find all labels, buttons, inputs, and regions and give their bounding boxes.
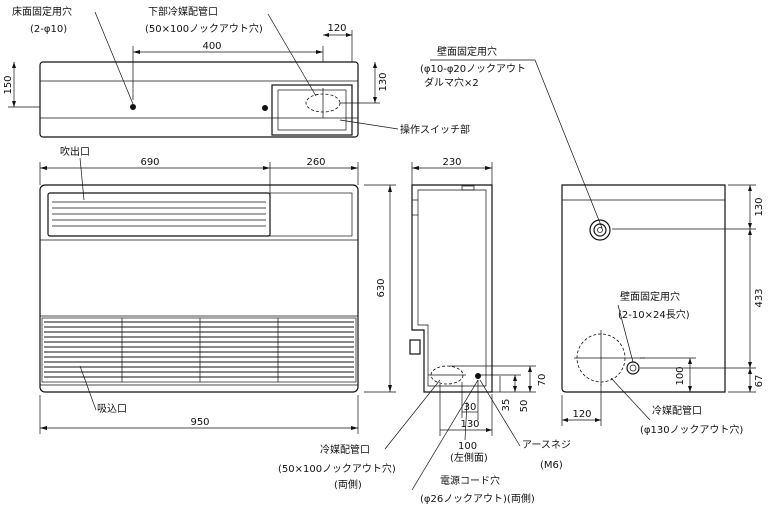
label-pipe-side-sub2: (両側) <box>334 478 362 491</box>
dim-100-side: 100 <box>458 441 477 452</box>
dim-100-right: 100 <box>675 366 686 385</box>
label-earth-screw: アースネジ <box>522 439 571 451</box>
rear-view-dims: 130 433 67 100 120 <box>561 184 765 426</box>
label-earth-screw-sub: (M6) <box>540 460 563 471</box>
label-wall-hole-sub1: (φ10-φ20ノックアウト <box>420 63 526 75</box>
label-bottom-pipe-sub: (50×100ノックアウト穴) <box>145 22 263 35</box>
dim-67: 67 <box>754 375 765 388</box>
side-view <box>409 184 493 393</box>
dim-260: 260 <box>306 157 325 168</box>
top-view <box>39 61 359 138</box>
label-pipe-side: 冷媒配管口 <box>320 443 370 456</box>
label-wall-hole-sub2: ダルマ穴×2 <box>424 76 479 89</box>
label-cord-hole-sub: (φ26ノックアウト)(両側) <box>420 492 535 505</box>
label-bottom-pipe: 下部冷媒配管口 <box>148 5 218 18</box>
dim-400: 400 <box>202 41 221 52</box>
label-inlet: 吸込口 <box>97 403 127 415</box>
rear-view <box>561 184 726 393</box>
dim-50: 50 <box>519 400 530 413</box>
inlet-grill <box>44 318 354 382</box>
label-pipe-side-sub: (50×100ノックアウト穴) <box>278 462 396 475</box>
label-wall-hole: 壁面固定用穴 <box>437 45 497 58</box>
label-pipe-right-sub: (φ130ノックアウト穴) <box>640 423 743 436</box>
dim-950: 950 <box>190 417 209 428</box>
label-cord-hole: 電源コード穴 <box>440 474 500 487</box>
label-switch: 操作スイッチ部 <box>400 123 470 136</box>
dim-70: 70 <box>537 374 548 387</box>
dim-230: 230 <box>442 157 461 168</box>
earth-screw-hole <box>475 373 481 379</box>
top-view-dims: 400 120 150 130 <box>3 23 389 108</box>
label-outlet: 吹出口 <box>60 145 90 158</box>
front-view-dims: 690 260 630 950 <box>39 157 396 434</box>
floor-hole-left <box>130 104 136 110</box>
floor-hole-right <box>262 105 268 111</box>
label-left-side: (左側面) <box>450 451 488 464</box>
dim-630: 630 <box>376 278 387 297</box>
label-pipe-right: 冷媒配管口 <box>652 404 702 417</box>
dim-120-top: 120 <box>327 23 346 34</box>
label-wall-hole2: 壁面固定用穴 <box>620 290 680 303</box>
front-view <box>39 184 359 393</box>
side-view-dims: 230 70 50 35 30 130 <box>411 157 548 436</box>
dim-690: 690 <box>140 157 159 168</box>
dim-130-top: 130 <box>378 72 389 91</box>
dim-130-right: 130 <box>754 197 765 216</box>
dim-433: 433 <box>754 288 765 307</box>
dim-130-side: 130 <box>460 419 479 430</box>
dim-30: 30 <box>464 402 477 413</box>
dim-120-right: 120 <box>572 409 591 420</box>
dim-35: 35 <box>501 399 512 412</box>
label-wall-hole2-sub: (2-10×24長穴) <box>618 308 690 321</box>
label-floor-hole: 床面固定用穴 <box>12 5 72 18</box>
dim-150: 150 <box>3 75 14 94</box>
label-floor-hole-sub: (2-φ10) <box>30 24 67 35</box>
